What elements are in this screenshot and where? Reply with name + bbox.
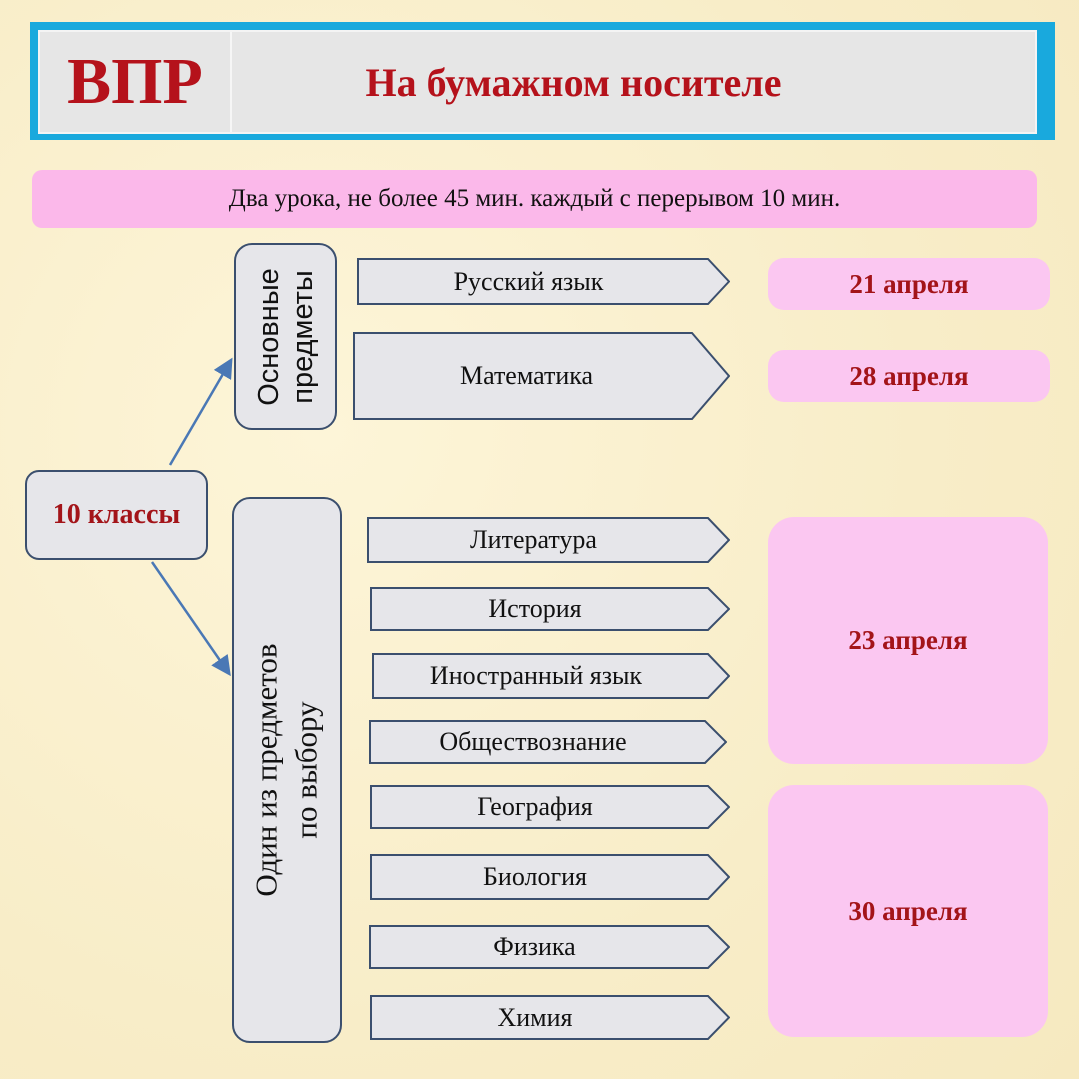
subject-label: Математика bbox=[459, 361, 594, 390]
grade-box: 10 классы bbox=[25, 470, 208, 560]
arrow-shape bbox=[357, 258, 730, 305]
subject-label: Физика bbox=[493, 932, 576, 961]
subject-arrow: История bbox=[370, 587, 730, 631]
group-elective-subjects: Один из предметов по выбору bbox=[232, 497, 342, 1043]
subject-arrow: Химия bbox=[370, 995, 730, 1040]
arrow-shape bbox=[369, 925, 730, 969]
subject-arrow: Иностранный язык bbox=[372, 653, 730, 699]
arrow-shape bbox=[372, 653, 730, 699]
arrow-shape bbox=[370, 587, 730, 631]
subject-label: История bbox=[488, 594, 582, 623]
subject-label: Иностранный язык bbox=[429, 661, 643, 690]
arrow-shape bbox=[369, 720, 727, 764]
arrow-shape bbox=[370, 995, 730, 1040]
subject-arrow: География bbox=[370, 785, 730, 829]
arrow-shape bbox=[353, 332, 730, 420]
subject-label: Обществознание bbox=[439, 727, 627, 756]
date-group-2: 30 апреля bbox=[768, 785, 1048, 1037]
duration-note: Два урока, не более 45 мин. каждый с пер… bbox=[32, 170, 1037, 228]
date-russian: 21 апреля bbox=[768, 258, 1050, 310]
arrow-shape bbox=[370, 854, 730, 900]
subject-label: Русский язык bbox=[453, 266, 604, 296]
date-math: 28 апреля bbox=[768, 350, 1050, 402]
group-main-subjects: Основные предметы bbox=[234, 243, 337, 430]
subject-arrow: Физика bbox=[369, 925, 730, 969]
header-title: На бумажном носителе bbox=[365, 59, 782, 105]
group-main-label: Основные предметы bbox=[252, 267, 319, 406]
subject-label: География bbox=[477, 792, 593, 821]
subject-label: Химия bbox=[497, 1002, 573, 1032]
subject-arrow: Русский язык bbox=[357, 258, 730, 305]
subject-arrow: Обществознание bbox=[369, 720, 727, 764]
arrow-shape bbox=[370, 785, 730, 829]
subject-arrow: Биология bbox=[370, 854, 730, 900]
subject-label: Биология bbox=[482, 862, 587, 891]
group-elective-label: Один из предметов по выбору bbox=[249, 643, 325, 897]
subject-label: Литература bbox=[470, 525, 597, 554]
subject-arrow: Математика bbox=[353, 332, 730, 420]
subject-arrow: Литература bbox=[367, 517, 730, 563]
connector-to-elective bbox=[150, 561, 231, 677]
connector-to-main bbox=[168, 357, 233, 466]
header-abbr: ВПР bbox=[40, 32, 232, 132]
header-banner: ВПР На бумажном носителе bbox=[30, 22, 1055, 140]
arrow-shape bbox=[367, 517, 730, 563]
date-group-1: 23 апреля bbox=[768, 517, 1048, 764]
